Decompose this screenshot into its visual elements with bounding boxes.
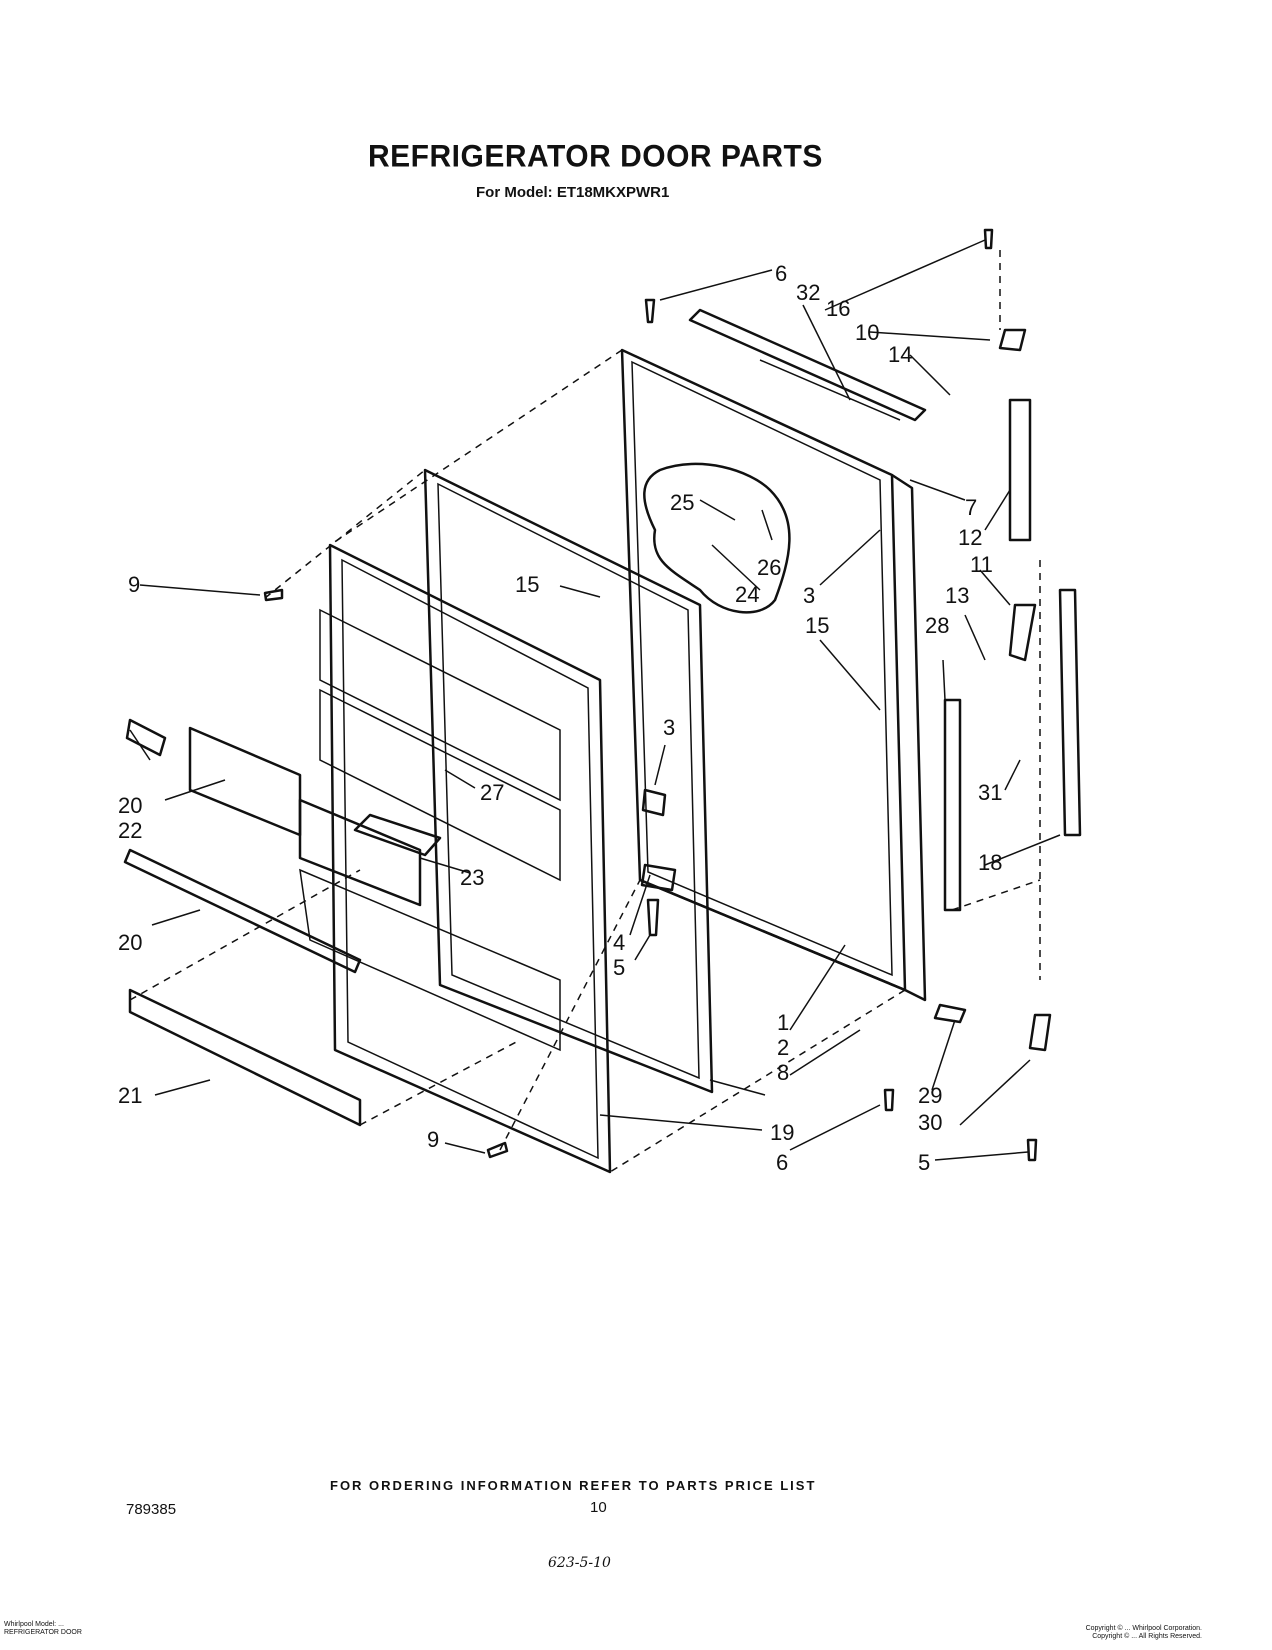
part-number: 789385	[126, 1501, 177, 1518]
callout-30: 30	[918, 1110, 942, 1135]
callout-9-left: 9	[128, 572, 140, 597]
liner-cutaway	[643, 462, 791, 614]
callout-3-lower: 3	[663, 715, 675, 740]
footer-right-line-1: Copyright © ... Whirlpool Corporation.	[1085, 1625, 1202, 1632]
footer-right-line-2: Copyright © ... All Rights Reserved.	[1092, 1633, 1202, 1640]
callout-3-upper: 3	[803, 583, 815, 608]
callout-19: 19	[770, 1120, 794, 1145]
alignment-lines	[129, 250, 1041, 1173]
door-gasket	[423, 468, 714, 1094]
callout-9-bottom: 9	[427, 1127, 439, 1152]
callout-26: 26	[757, 555, 781, 580]
footer-left-small: Whirlpool Model: ... REFRIGERATOR DOOR	[4, 1621, 82, 1637]
outer-door-panel	[620, 348, 927, 1002]
callout-7: 7	[965, 495, 977, 520]
callout-28: 28	[925, 613, 949, 638]
callout-1: 1	[777, 1010, 789, 1035]
callout-15-right: 15	[805, 613, 829, 638]
page-number: 10	[590, 1499, 607, 1516]
callout-5-bottom: 5	[918, 1150, 930, 1175]
callout-2: 2	[777, 1035, 789, 1060]
callout-15-left: 15	[515, 572, 539, 597]
callout-4: 4	[613, 930, 625, 955]
leader-lines	[129, 239, 1061, 1161]
callout-23: 23	[460, 865, 484, 890]
footer-left-line-2: REFRIGERATOR DOOR	[4, 1629, 82, 1636]
callout-11: 11	[970, 552, 993, 577]
callout-22: 22	[118, 818, 142, 843]
callout-18: 18	[978, 850, 1002, 875]
callout-21: 21	[118, 1083, 142, 1108]
callout-13: 13	[945, 583, 969, 608]
callout-27: 27	[480, 780, 504, 805]
page-title: REFRIGERATOR DOOR PARTS	[368, 139, 823, 174]
footer-copyright: Copyright © ... Whirlpool Corporation. C…	[1086, 1625, 1202, 1641]
callout-24: 24	[735, 582, 759, 607]
handwritten-note: 623-5-10	[548, 1555, 611, 1571]
callout-31: 31	[978, 780, 1002, 805]
callout-10: 10	[855, 320, 879, 345]
callout-14: 14	[888, 342, 912, 367]
callout-6-bottom: 6	[776, 1150, 788, 1175]
callout-20-lower: 20	[118, 930, 142, 955]
screws	[263, 228, 1038, 1162]
callout-8: 8	[777, 1060, 789, 1085]
callout-16: 16	[826, 296, 850, 321]
callout-20-upper: 20	[118, 793, 142, 818]
callout-32: 32	[796, 280, 820, 305]
door-liner	[299, 543, 612, 1174]
footer-left-line-1: Whirlpool Model: ...	[4, 1621, 64, 1628]
handle-hinge-assembly	[933, 328, 1082, 1052]
top-trim-part	[688, 308, 927, 422]
callout-5-left: 5	[613, 955, 625, 980]
callout-12: 12	[958, 525, 982, 550]
door-shelves	[123, 718, 442, 1127]
callout-29: 29	[918, 1083, 942, 1108]
callout-25: 25	[670, 490, 694, 515]
callout-6-top: 6	[775, 261, 787, 286]
ordering-note: FOR ORDERING INFORMATION REFER TO PARTS …	[330, 1478, 817, 1493]
callout-labels: 6 32 16 10 14 7 12 25 26 24 3 11 13 15 2…	[118, 261, 1002, 1175]
model-subtitle: For Model: ET18MKXPWR1	[476, 184, 670, 201]
